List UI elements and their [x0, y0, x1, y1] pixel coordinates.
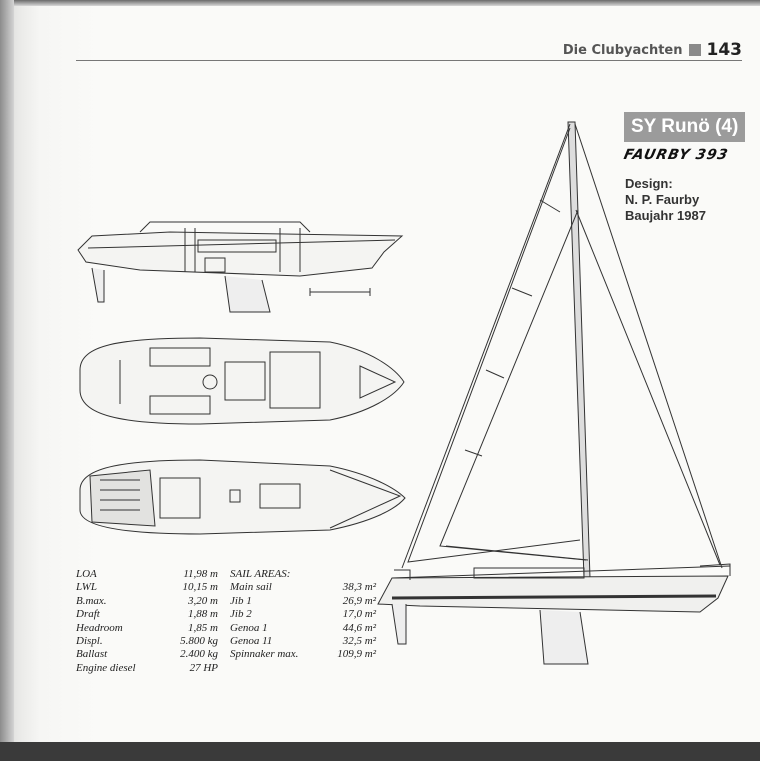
section-title: Die Clubyachten — [562, 42, 683, 58]
design-label: Design: — [625, 176, 673, 191]
book-page: Die Clubyachten 143 SY Runö (4) FAURBY 3… — [0, 0, 760, 742]
side-profile-drawing — [77, 221, 404, 313]
sail-plan-drawing — [377, 121, 731, 665]
interior-plan-drawing — [79, 337, 405, 425]
yacht-drawings — [77, 121, 731, 665]
deck-plan-drawing — [79, 459, 406, 535]
page-top-edge — [0, 0, 760, 6]
yacht-title: SY Runö (4) — [624, 112, 746, 142]
build-year: Baujahr 1987 — [625, 208, 706, 223]
design-info: Design: N. P. Faurby Baujahr 1987 — [625, 176, 706, 224]
sail-areas-heading: SAIL AREAS: — [230, 568, 291, 580]
designer-name: N. P. Faurby — [625, 192, 700, 207]
page-number: 143 — [706, 40, 743, 60]
sail-row: Spinnaker max.109,9 m² — [230, 648, 376, 661]
spec-row: B.max.3,20 m — [76, 594, 218, 607]
spec-row: Displ.5.800 kg — [76, 635, 218, 648]
header-rule — [76, 60, 742, 61]
book-spine-shadow — [0, 0, 14, 742]
header-square-icon — [688, 44, 701, 56]
running-header: Die Clubyachten 143 — [563, 40, 742, 60]
